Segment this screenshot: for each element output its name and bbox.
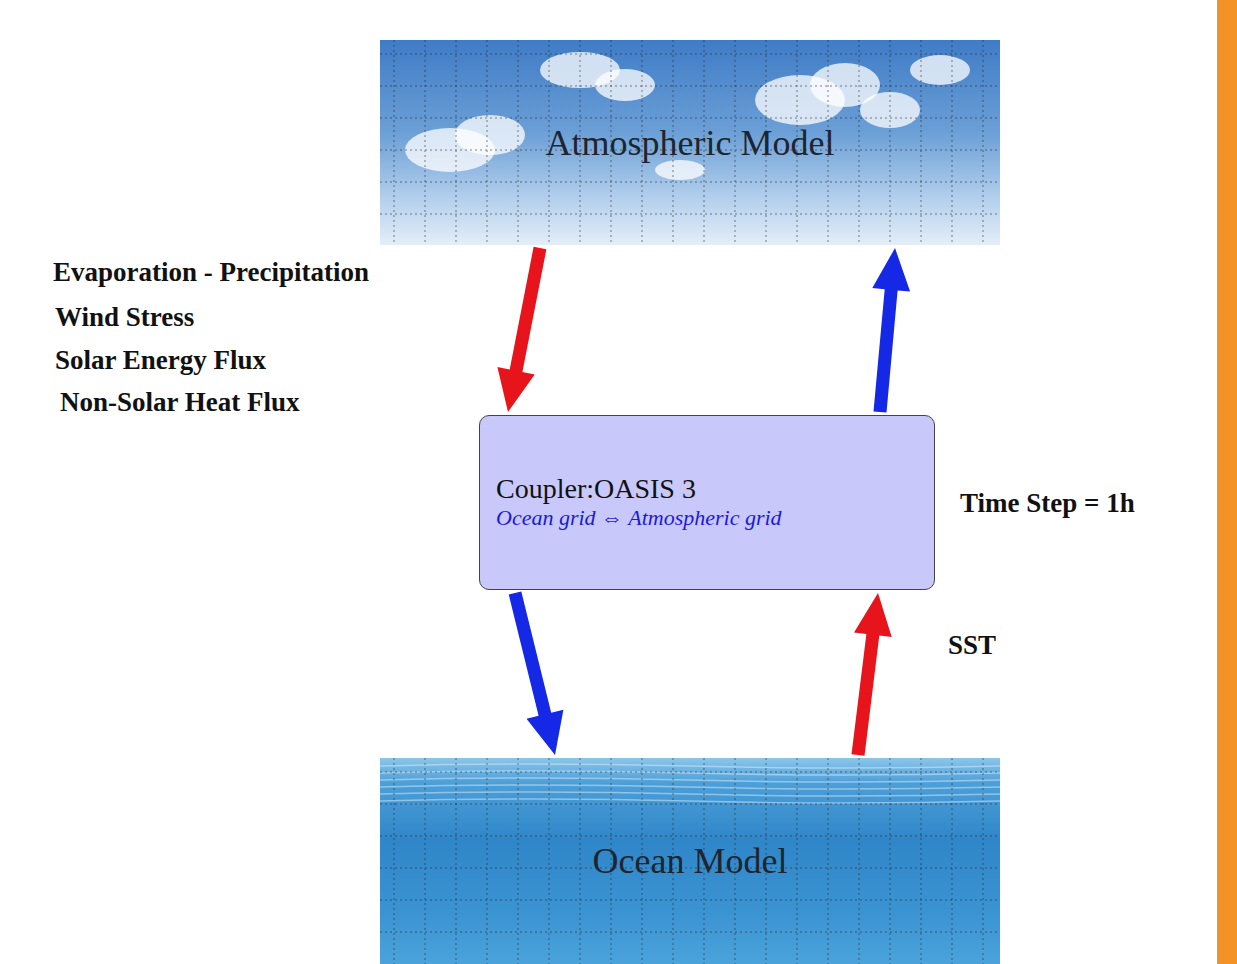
flux-arrow bbox=[497, 247, 546, 412]
flux-arrow bbox=[509, 591, 564, 755]
flux-arrow bbox=[872, 248, 910, 413]
flux-arrow bbox=[852, 593, 892, 756]
model-title: Atmospheric Model bbox=[546, 122, 835, 164]
coupler-box: Coupler:OASIS 3Ocean grid ⇔ Atmospheric … bbox=[479, 415, 935, 590]
coupler-subtitle: Ocean grid ⇔ Atmospheric grid bbox=[496, 505, 918, 531]
atmosphere-model-box: Atmospheric Model bbox=[380, 40, 1000, 245]
side-bar bbox=[1217, 0, 1237, 964]
flux-label: Time Step = 1h bbox=[960, 488, 1135, 519]
flux-label: Solar Energy Flux bbox=[55, 345, 266, 376]
coupler-title: Coupler:OASIS 3 bbox=[496, 474, 918, 505]
flux-label: SST bbox=[948, 630, 996, 661]
model-title: Ocean Model bbox=[593, 840, 788, 882]
ocean-model-box: Ocean Model bbox=[380, 758, 1000, 964]
flux-label: Evaporation - Precipitation bbox=[53, 257, 369, 288]
flux-label: Non-Solar Heat Flux bbox=[60, 387, 300, 418]
flux-label: Wind Stress bbox=[55, 302, 194, 333]
